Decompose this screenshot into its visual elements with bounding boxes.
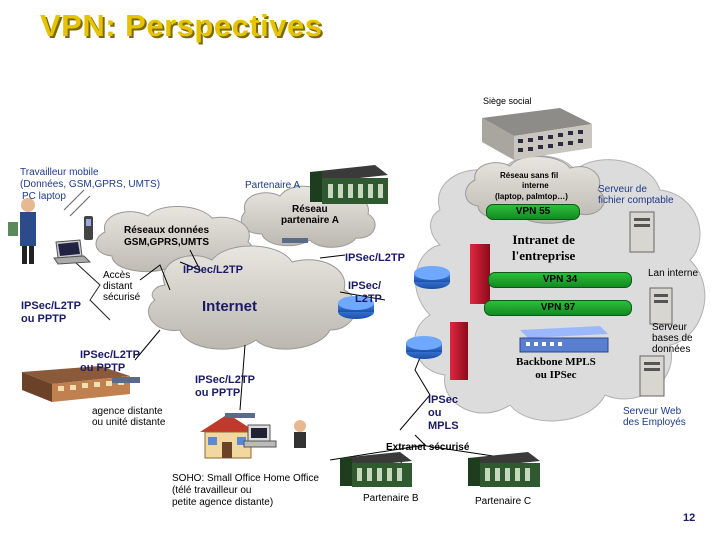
ipsec-bottom-left-label-1: IPSec/L2TP — [80, 349, 140, 361]
firewall-2 — [450, 322, 468, 380]
db-server-label-3: données — [652, 344, 691, 355]
gsm-network-label-1: Réseaux données — [124, 225, 210, 236]
modem-agency — [225, 413, 255, 418]
wireless-label-1: Réseau sans fil — [500, 171, 559, 180]
remote-agency-building — [22, 366, 130, 402]
wireless-label-3: (laptop, palmtop…) — [495, 192, 568, 201]
ipsec-bottom-left-label-2: ou PPTP — [80, 362, 126, 374]
ipsec-left-label-1: IPSec/L2TP — [21, 300, 81, 312]
router-2 — [338, 296, 374, 319]
headquarters-label: Siège social — [483, 96, 532, 106]
remote-access-label-1: Accès — [103, 270, 131, 281]
intranet-label: Intranet de l'entreprise — [512, 232, 575, 264]
agency-label-2: ou unité distante — [92, 417, 166, 428]
router-1 — [414, 266, 450, 289]
remote-access-label-3: sécurisé — [103, 292, 141, 303]
lan-interne-label: Lan interne — [648, 268, 699, 279]
partner-a-building — [310, 165, 388, 204]
internet-label: Internet — [202, 298, 258, 315]
db-server-label-2: bases de — [652, 333, 693, 344]
backbone-label: Backbone MPLS ou IPSec — [516, 356, 596, 382]
ipsec-mpls-label-2: ou — [428, 407, 442, 419]
partner-c-building — [468, 452, 540, 487]
modem-left — [112, 377, 140, 383]
partner-c-label: Partenaire C — [475, 496, 532, 507]
modem-partner-a — [282, 238, 308, 243]
headquarters-building — [482, 108, 592, 160]
vpn-55-bar: VPN 55 — [486, 204, 580, 220]
ipsec-top-label: IPSec/L2TP — [183, 264, 243, 276]
gsm-network-label-2: GSM,GPRS,UMTS — [124, 237, 210, 248]
router-3 — [406, 336, 442, 359]
partner-b-label: Partenaire B — [363, 493, 419, 504]
file-server-label-1: Serveur de — [598, 184, 647, 195]
web-server-label-1: Serveur Web — [623, 406, 682, 417]
soho-house — [200, 414, 256, 459]
ipsec-router-label-1: IPSec/ — [348, 280, 382, 292]
partner-b-building — [340, 452, 412, 487]
mobile-worker-label-3: PC laptop — [22, 191, 66, 202]
web-server-label-2: des Employés — [623, 417, 686, 428]
backbone-label-1: Backbone MPLS — [516, 356, 596, 368]
vpn-34-bar: VPN 34 — [488, 272, 632, 288]
vpn-97-bar: VPN 97 — [484, 300, 632, 316]
backbone-switch — [519, 326, 609, 353]
ipsec-right-label: IPSec/L2TP — [345, 252, 405, 264]
soho-workstation — [243, 420, 306, 448]
firewall-1 — [470, 244, 490, 304]
database-server — [649, 287, 673, 325]
soho-label-1: SOHO: Small Office Home Office — [172, 473, 319, 484]
soho-label-3: petite agence distante) — [172, 497, 274, 508]
ipsec-router-label-2: L2TP — [355, 293, 382, 305]
mobile-worker — [8, 198, 36, 264]
ipsec-mpls-label-1: IPSec — [428, 394, 458, 406]
file-server-label-2: fichier comptable — [598, 195, 674, 206]
partner-a-network-label-2: partenaire A — [281, 215, 339, 226]
mobile-worker-label-1: Travailleur mobile — [20, 167, 99, 178]
ipsec-left-label-2: ou PPTP — [21, 313, 67, 325]
db-server-label-1: Serveur — [652, 322, 688, 333]
mobile-phone — [63, 189, 93, 240]
extranet-label: Extranet sécurisé — [386, 442, 470, 453]
web-server — [639, 355, 665, 397]
partner-a-network-label-1: Réseau — [292, 204, 328, 215]
remote-access-label-2: distant — [103, 281, 133, 292]
internet-cloud — [148, 245, 357, 350]
page-title: VPN: Perspectives — [40, 8, 323, 43]
ipsec-center-label-2: ou PPTP — [195, 387, 241, 399]
page-number: 12 — [683, 512, 696, 524]
partner-a-label: Partenaire A — [245, 180, 301, 191]
agency-label-1: agence distante — [92, 406, 163, 417]
mobile-laptop — [53, 239, 92, 265]
ipsec-center-label-1: IPSec/L2TP — [195, 374, 255, 386]
accounting-file-server — [629, 211, 655, 253]
ipsec-mpls-label-3: MPLS — [428, 420, 459, 432]
intranet-label-1: Intranet de — [512, 232, 575, 247]
mobile-worker-label-2: (Données, GSM,GPRS, UMTS) — [20, 179, 161, 190]
backbone-label-2: ou IPSec — [535, 369, 577, 381]
intranet-label-2: l'entreprise — [512, 248, 576, 263]
soho-label-2: (télé travailleur ou — [172, 485, 252, 496]
wireless-label-2: interne — [522, 181, 549, 190]
